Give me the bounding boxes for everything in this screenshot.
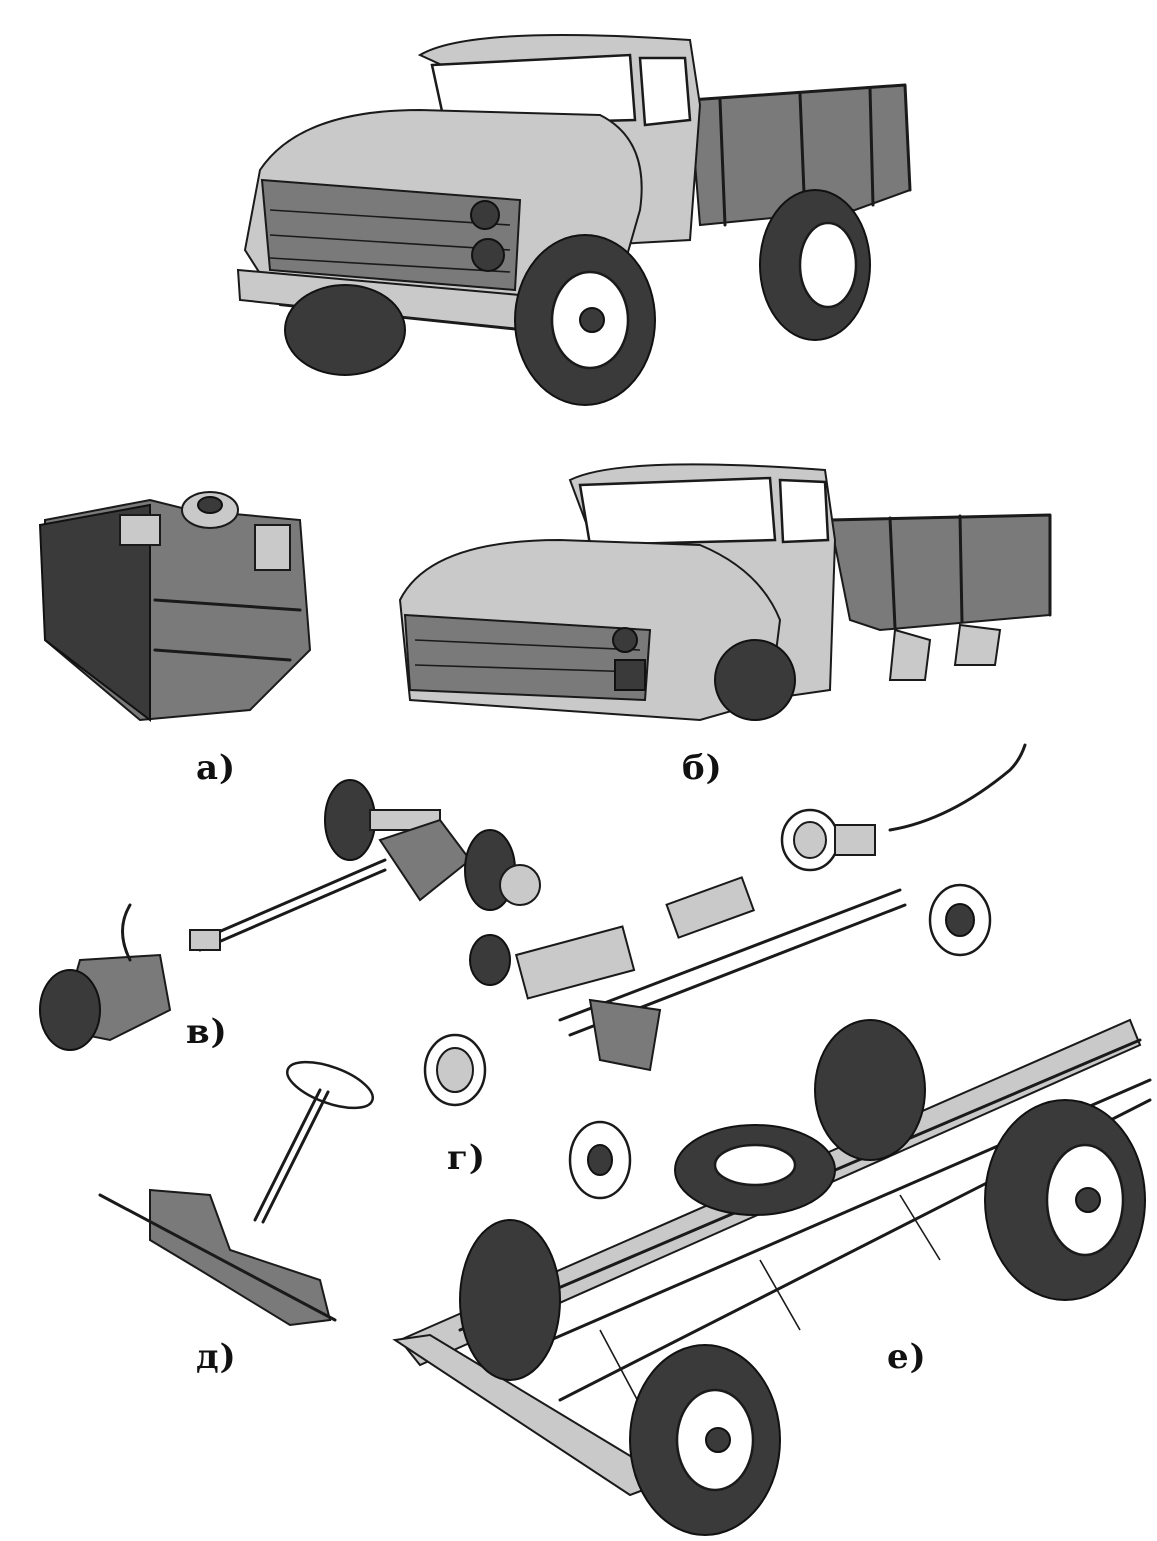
complete-truck-illustration [236,34,912,406]
label-brake-system: г) [447,1138,486,1178]
engine-illustration [38,491,312,723]
label-cab-body: б) [682,748,723,788]
chassis-illustration [392,1018,1152,1536]
label-chassis: е) [887,1337,927,1377]
cab-body-illustration [398,463,1052,722]
transmission-illustration [39,779,541,1051]
brake-system-illustration [423,743,1027,1200]
label-steering: д) [196,1337,237,1377]
label-engine: а) [196,748,237,788]
steering-illustration [98,1060,374,1327]
label-transmission: в) [186,1012,228,1052]
